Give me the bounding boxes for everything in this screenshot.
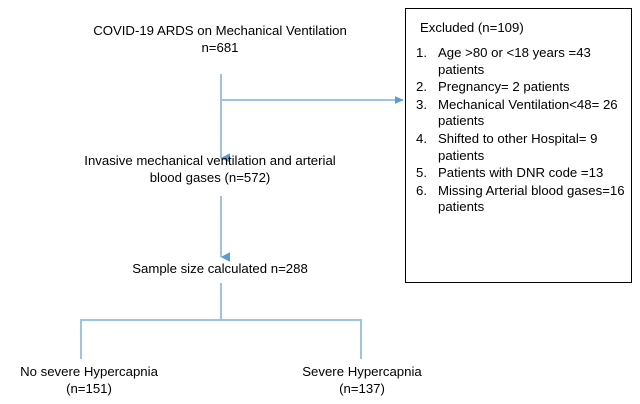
excluded-box: Excluded (n=109) 1. Age >80 or <18 years… [405,8,632,283]
excluded-title: Excluded (n=109) [420,20,524,35]
node-arm-severe-hypercapnia: Severe Hypercapnia (n=137) [302,364,422,396]
excluded-item-number: 6. [416,182,427,198]
excluded-item-number: 3. [416,96,427,112]
excluded-list-item: 5. Patients with DNR code =13 [416,165,625,182]
excluded-item-text: Age >80 or <18 years =43 patients [438,45,591,77]
excluded-item-number: 1. [416,45,427,60]
excluded-item-text: Shifted to other Hospital= 9 patients [438,130,598,163]
excluded-item-number: 2. [416,79,427,95]
excluded-item-text: Pregnancy= 2 patients [438,79,570,95]
node-enrollment: COVID-19 ARDS on Mechanical Ventilation … [93,23,347,55]
excluded-list-item: 1. Age >80 or <18 years =43 patients [416,45,625,78]
excluded-item-text: Patients with DNR code =13 [438,165,604,181]
excluded-list-item: 2. Pregnancy= 2 patients [416,79,625,96]
excluded-list: 1. Age >80 or <18 years =43 patients 2. … [416,45,625,216]
node-arm-no-severe-hypercapnia: No severe Hypercapnia (n=151) [20,364,158,396]
excluded-item-text: Mechanical Ventilation<48= 26 patients [438,96,618,129]
excluded-item-text: Missing Arterial blood gases=16 patients [438,182,625,215]
excluded-item-number: 5. [416,165,427,181]
node-sample-size: Sample size calculated n=288 [132,261,308,276]
excluded-list-item: 4. Shifted to other Hospital= 9 patients [416,131,625,164]
excluded-list-item: 6. Missing Arterial blood gases=16 patie… [416,183,625,216]
node-eligible: Invasive mechanical ventilation and arte… [84,153,336,185]
excluded-list-item: 3. Mechanical Ventilation<48= 26 patient… [416,97,625,130]
excluded-item-number: 4. [416,130,427,146]
